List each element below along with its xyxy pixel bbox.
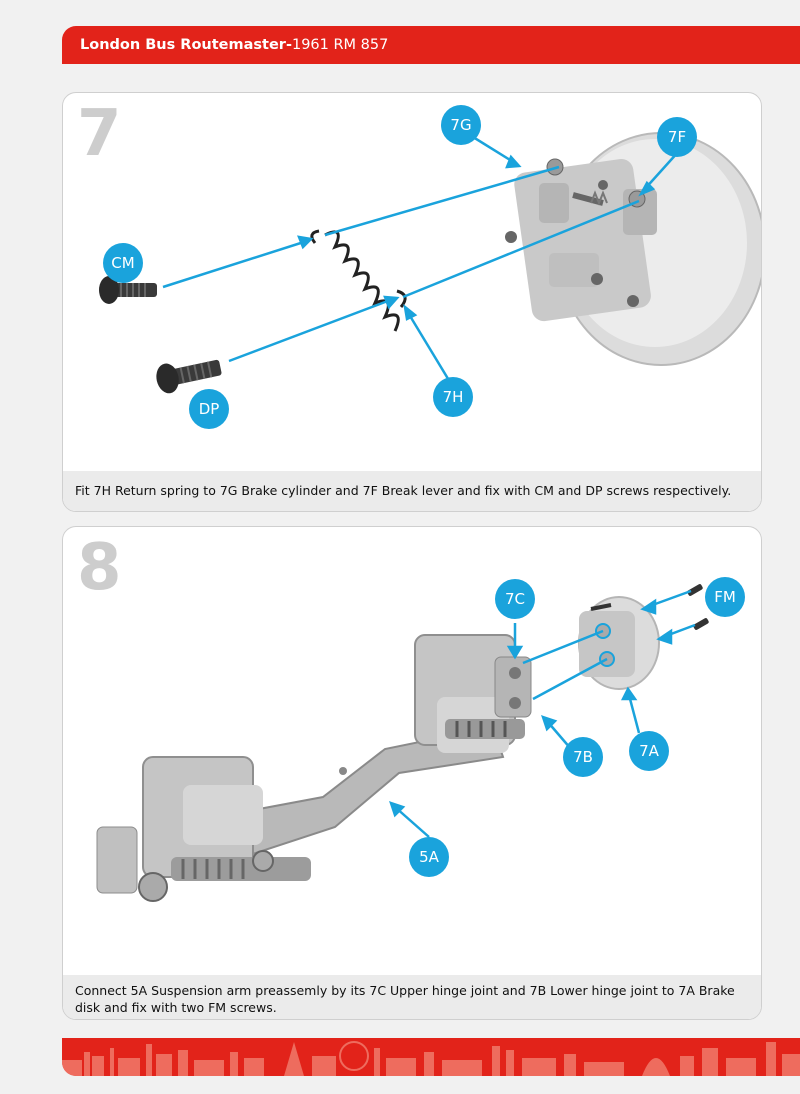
step-8-illustration [96, 584, 709, 902]
step-7-number: 7 [77, 97, 122, 171]
callout-5a: 5A [409, 837, 449, 877]
step-7-caption: Fit 7H Return spring to 7G Brake cylinde… [63, 471, 761, 511]
callout-fm: FM [705, 577, 745, 617]
callout-cm: CM [103, 243, 143, 283]
callout-7a: 7A [629, 731, 669, 771]
return-spring-illustration [310, 229, 407, 332]
london-skyline-icon [62, 1041, 800, 1076]
cm-screw-illustration [99, 276, 157, 304]
step-8-number: 8 [77, 531, 122, 605]
callout-7h: 7H [433, 377, 473, 417]
step-7-illustration [99, 132, 761, 394]
suspension-arm-illustration [96, 634, 532, 902]
header-title-model: 1961 RM 857 [291, 37, 389, 53]
step-8-guide-lines [389, 589, 696, 838]
fm-screws-illustration [687, 584, 709, 630]
dp-screw-illustration [156, 359, 222, 394]
step-7-panel: 7 [62, 92, 762, 512]
step-8-panel: 8 [62, 526, 762, 1020]
footer-skyline-banner [62, 1038, 800, 1076]
step-7-guide-lines [162, 135, 680, 388]
page-header: London Bus Routemaster-1961 RM 857 [62, 26, 800, 64]
callout-7b: 7B [563, 737, 603, 777]
callout-7f: 7F [657, 117, 697, 157]
brake-disk-illustration [505, 132, 761, 366]
callout-dp: DP [189, 389, 229, 429]
header-title-bold: London Bus Routemaster- [80, 37, 292, 53]
callout-7g: 7G [441, 105, 481, 145]
step-8-caption: Connect 5A Suspension arm preassemly by … [63, 975, 761, 1019]
brake-disk-small-illustration [578, 596, 660, 690]
callout-7c: 7C [495, 579, 535, 619]
